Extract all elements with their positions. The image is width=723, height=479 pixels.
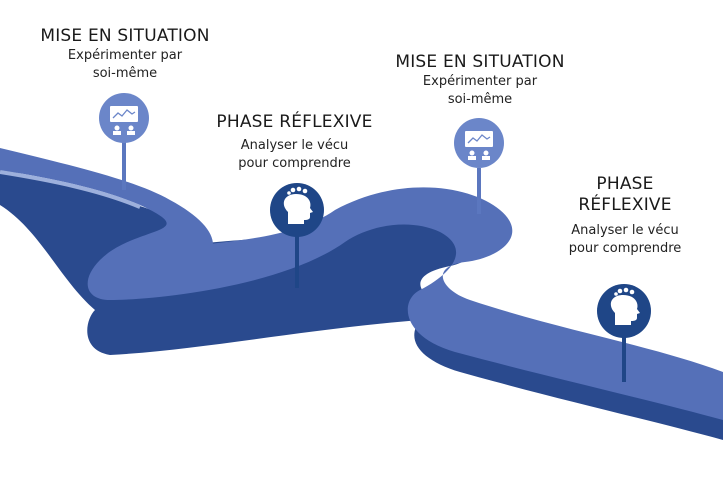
milestone-title: PHASE RÉFLEXIVE xyxy=(216,112,373,132)
presentation-board-icon xyxy=(110,106,138,135)
milestone-label-2: PHASE RÉFLEXIVE Analyser le vécu pour co… xyxy=(197,112,392,173)
milestone-subtitle-line1: Expérimenter par xyxy=(67,48,183,63)
milestone-pin-3 xyxy=(454,118,504,214)
head-gears-icon xyxy=(283,186,313,224)
presentation-board-icon xyxy=(465,131,493,160)
milestone-pin-1 xyxy=(99,93,149,190)
milestone-subtitle-line2: pour comprendre xyxy=(238,156,351,171)
milestone-pin-2 xyxy=(270,183,324,288)
milestone-subtitle-line2: soi-même xyxy=(447,92,513,107)
milestone-subtitle-line1: Analyser le vécu xyxy=(240,138,349,153)
milestone-subtitle-line1: Analyser le vécu xyxy=(571,223,679,238)
milestone-title-line1: PHASE xyxy=(596,174,654,194)
road-edge xyxy=(0,170,141,209)
milestone-label-3: MISE EN SITUATION Expérimenter par soi-m… xyxy=(375,52,585,109)
milestone-title: MISE EN SITUATION xyxy=(40,26,210,46)
head-gears-icon xyxy=(610,287,640,325)
milestone-title-line2: RÉFLEXIVE xyxy=(578,195,672,215)
milestone-subtitle-line1: Expérimenter par xyxy=(422,74,538,89)
milestone-pin-4 xyxy=(597,284,651,382)
milestone-label-1: MISE EN SITUATION Expérimenter par soi-m… xyxy=(20,26,230,83)
milestone-title: MISE EN SITUATION xyxy=(395,52,565,72)
milestone-subtitle-line2: pour comprendre xyxy=(568,241,682,256)
milestone-label-4: PHASE RÉFLEXIVE Analyser le vécu pour co… xyxy=(560,174,690,258)
road-surface xyxy=(0,148,723,420)
milestone-subtitle-line2: soi-même xyxy=(92,66,158,81)
